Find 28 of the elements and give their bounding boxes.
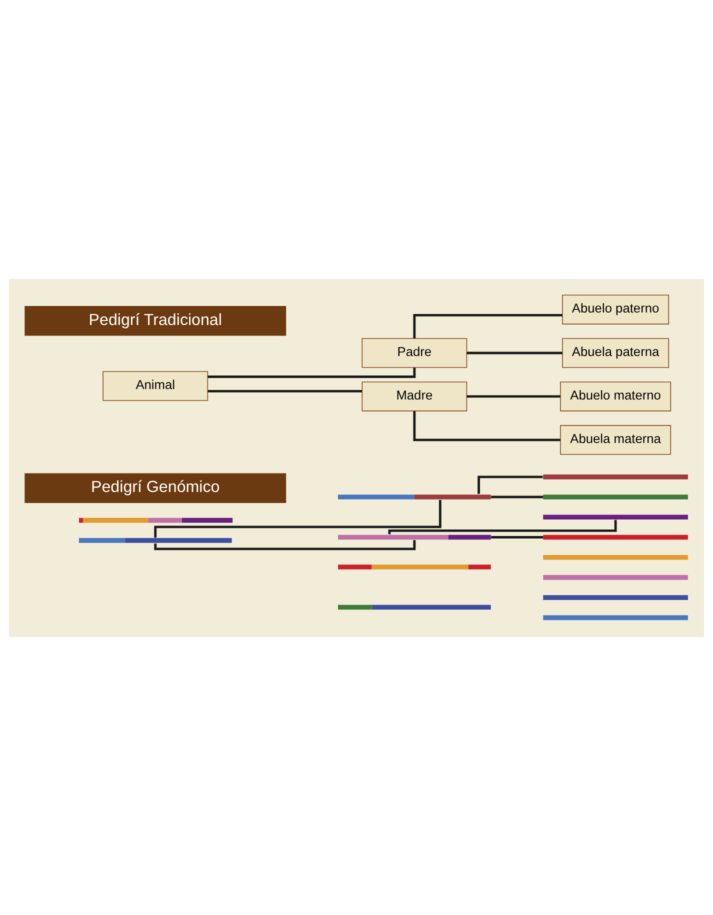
node-bar — [543, 614, 688, 620]
node-box: Abuela materna — [560, 424, 672, 454]
node-box: Pedigrí Genómico — [24, 472, 286, 503]
node-box: Pedigrí Tradicional — [24, 305, 286, 336]
node-box: Padre — [362, 338, 468, 368]
connector — [413, 410, 560, 441]
connector — [478, 475, 543, 494]
connector — [208, 390, 362, 392]
connector — [466, 394, 560, 398]
node-bar — [543, 474, 688, 479]
node-box: Madre — [362, 381, 468, 411]
connector — [154, 540, 416, 550]
node-box: Abuelo paterno — [562, 294, 670, 324]
node-bar — [543, 514, 688, 520]
connector — [491, 536, 544, 538]
connector — [491, 495, 544, 498]
node-box: Animal — [102, 370, 208, 400]
connector — [466, 351, 562, 354]
node-bar — [543, 554, 688, 560]
connector — [154, 500, 442, 538]
node-bar — [543, 574, 688, 580]
node-bar — [543, 534, 688, 540]
connector — [413, 314, 562, 338]
connector — [208, 367, 416, 378]
node-box: Abuelo materno — [560, 381, 672, 411]
node-bar — [543, 494, 688, 499]
node-bar — [543, 594, 688, 600]
node-box: Abuela paterna — [562, 338, 670, 368]
